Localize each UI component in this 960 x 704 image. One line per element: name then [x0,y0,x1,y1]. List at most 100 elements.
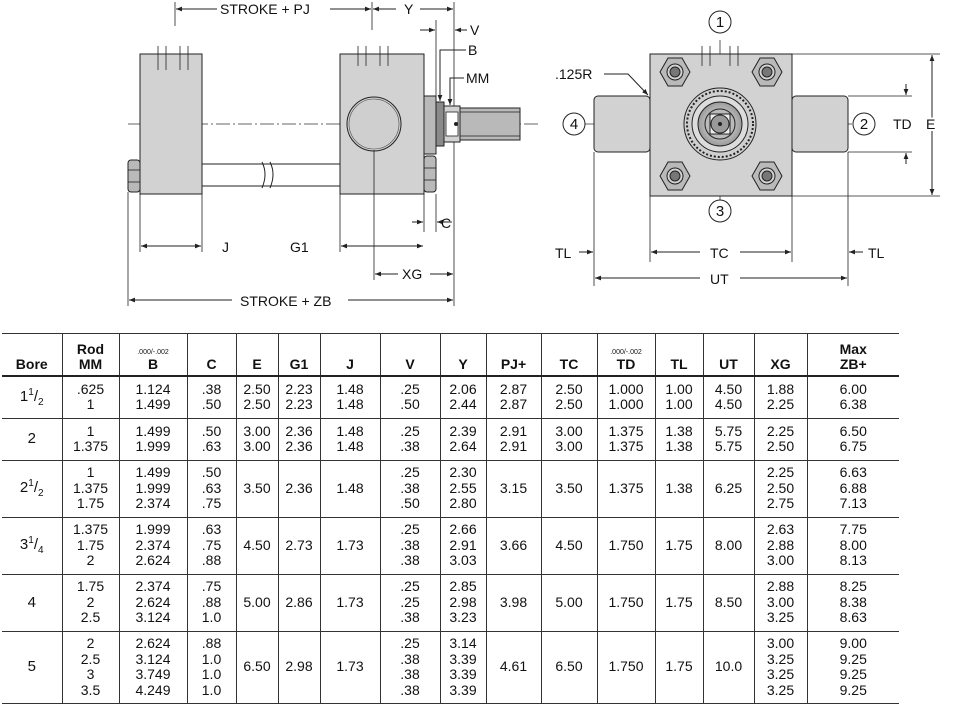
cell-xg: 2.63 2.88 3.00 [753,517,807,575]
cell-j: 1.73 [319,517,380,575]
cell-e: 4.50 [235,517,278,575]
cell-b: 1.999 2.374 2.624 [118,517,187,575]
cell-tl: 1.38 1.38 [654,418,703,461]
label-stroke-zb: STROKE + ZB [240,293,331,309]
cell-y: 3.14 3.39 3.39 3.39 [439,631,486,704]
cell-bore: 4 [2,574,62,632]
label-tc: TC [710,245,729,261]
cell-y: 2.06 2.44 [439,376,486,419]
header-xg: XG [753,333,807,377]
cell-j: 1.73 [319,631,380,704]
cell-tl: 1.75 [654,574,703,632]
label-j: J [222,239,229,255]
label-stroke-pj: STROKE + PJ [220,1,310,17]
cell-tc: 2.50 2.50 [540,376,597,419]
cell-y: 2.30 2.55 2.80 [439,460,486,518]
cell-c: .50 .63 [186,418,236,461]
view-marker-1 [708,10,732,34]
cell-pj: 2.87 2.87 [485,376,541,419]
rear-nut [127,159,141,193]
cell-tc: 6.50 [540,631,597,704]
header-j: J [319,333,380,377]
label-mm: MM [466,70,489,86]
trunnion-right [791,95,849,153]
cell-v: .25 .50 [379,376,440,419]
cell-v: .25 .38 .50 [379,460,440,518]
cell-td: 1.000 1.000 [596,376,655,419]
cell-xg: 2.25 2.50 2.75 [753,460,807,518]
cell-tl: 1.75 [654,631,703,704]
cell-ut: 10.0 [702,631,754,704]
header-g1: G1 [277,333,320,377]
cell-c: .38 .50 [186,376,236,419]
cell-pj: 3.98 [485,574,541,632]
header-tc: TC [540,333,597,377]
cell-mm: 2 2.5 3 3.5 [61,631,119,704]
svg-text:4: 4 [570,116,578,133]
cell-b: 2.624 3.124 3.749 4.249 [118,631,187,704]
corner-nuts [659,57,783,191]
label-c: C [441,215,451,231]
header-y: Y [439,333,486,377]
cell-zb: 6.50 6.75 [806,418,899,461]
label-b: B [468,42,477,58]
view-marker-4 [562,112,586,136]
view-marker-3 [708,199,732,223]
header-ut: UT [702,333,754,377]
cell-td: 1.750 [596,631,655,704]
cell-b: 1.499 1.999 2.374 [118,460,187,518]
cell-ut: 8.50 [702,574,754,632]
cell-j: 1.48 1.48 [319,418,380,461]
cell-e: 6.50 [235,631,278,704]
cell-zb: 6.00 6.38 [806,376,899,419]
cell-pj: 3.66 [485,517,541,575]
cell-c: .50 .63 .75 [186,460,236,518]
cell-mm: 1 1.375 1.75 [61,460,119,518]
cell-c: .63 .75 .88 [186,517,236,575]
label-td: TD [893,116,912,132]
cell-v: .25 .38 .38 [379,517,440,575]
cell-bore: 11/2 [2,376,62,419]
cell-xg: 2.88 3.00 3.25 [753,574,807,632]
cell-j: 1.48 [319,460,380,518]
cell-g1: 2.23 2.23 [277,376,320,419]
cell-c: .75 .88 1.0 [186,574,236,632]
cell-ut: 8.00 [702,517,754,575]
cell-td: 1.750 [596,517,655,575]
cell-tl: 1.00 1.00 [654,376,703,419]
cell-y: 2.66 2.91 3.03 [439,517,486,575]
header-v: V [379,333,440,377]
label-y: Y [404,1,414,17]
cell-bore: 31/4 [2,517,62,575]
cell-mm: 1.75 2 2.5 [61,574,119,632]
cell-e: 5.00 [235,574,278,632]
cell-tc: 3.00 3.00 [540,418,597,461]
cell-pj: 3.15 [485,460,541,518]
trunnion-left [593,95,651,153]
cell-c: .88 1.0 1.0 1.0 [186,631,236,704]
svg-text:3: 3 [716,203,724,220]
label-v: V [470,22,480,38]
cell-tl: 1.75 [654,517,703,575]
cell-ut: 5.75 5.75 [702,418,754,461]
label-g1: G1 [290,239,309,255]
label-xg: XG [402,266,422,282]
cell-bore: 2 [2,418,62,461]
view-marker-2 [852,112,876,136]
cell-xg: 1.88 2.25 [753,376,807,419]
cell-g1: 2.98 [277,631,320,704]
label-tl-right: TL [868,245,885,261]
cell-pj: 4.61 [485,631,541,704]
cell-td: 1.375 1.375 [596,418,655,461]
cell-pj: 2.91 2.91 [485,418,541,461]
header-c: C [186,333,236,377]
label-radius: .125R [555,66,592,82]
cell-e: 3.50 [235,460,278,518]
